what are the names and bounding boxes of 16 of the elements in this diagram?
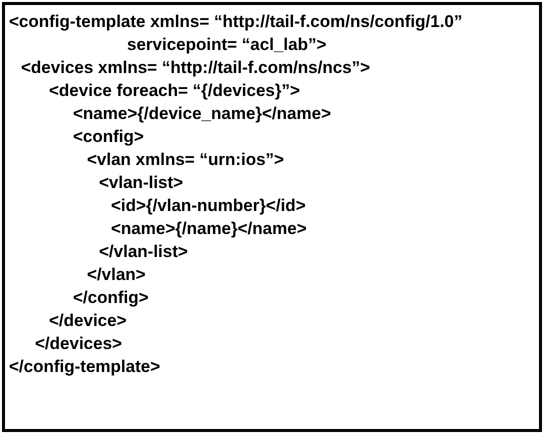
- code-line: servicepoint= “acl_lab”>: [127, 34, 326, 54]
- code-line: </device>: [49, 310, 127, 330]
- code-line: <id>{/vlan-number}</id>: [111, 196, 306, 216]
- code-line: </devices>: [35, 334, 122, 354]
- code-line: </config>: [73, 288, 149, 308]
- code-line: <config>: [73, 126, 144, 146]
- code-line: <vlan xmlns= “urn:ios”>: [87, 150, 284, 170]
- code-line: </vlan>: [87, 264, 146, 284]
- code-line: </vlan-list>: [99, 242, 188, 262]
- code-line: <config-template xmlns= “http://tail-f.com/ns/config/1.0”: [9, 12, 462, 32]
- code-line: <device foreach= “{/devices}”>: [49, 80, 300, 100]
- code-line: <devices xmlns= “http://tail-f.com/ns/ncs”>: [21, 58, 370, 78]
- code-line: <name>{/name}</name>: [111, 218, 307, 238]
- code-line: <vlan-list>: [99, 172, 184, 192]
- code-line: </config-template>: [9, 356, 160, 376]
- code-line: <name>{/device_name}</name>: [73, 104, 331, 124]
